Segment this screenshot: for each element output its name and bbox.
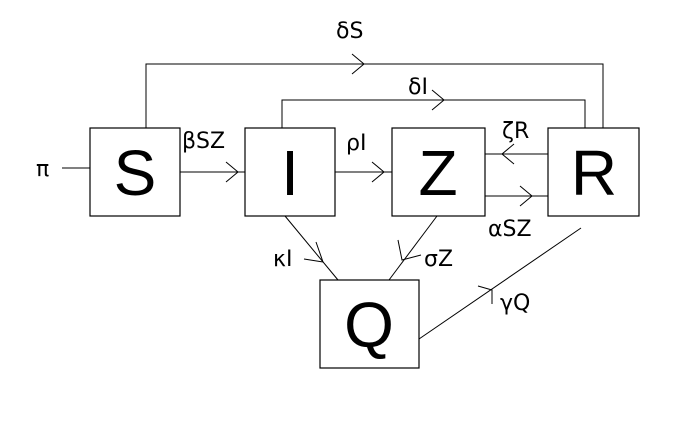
edge-i-to-r <box>281 99 586 128</box>
edge-q-to-r <box>418 227 582 340</box>
node-box-z <box>391 127 486 217</box>
edge-label-delta-s: δS <box>336 19 363 44</box>
arrow-s-to-i <box>225 161 239 183</box>
node-label-s: S <box>114 137 157 209</box>
node-box-s <box>89 127 181 217</box>
node-label-r: R <box>571 137 617 209</box>
node-box-q <box>319 279 420 369</box>
node-box-i <box>244 127 336 217</box>
node-label-z: Z <box>418 137 457 209</box>
edge-label-beta-sz: βSZ <box>182 129 225 154</box>
edge-label-alpha-sz: αSZ <box>488 217 532 242</box>
edge-s-to-r <box>145 63 604 128</box>
edge-label-pi: π <box>36 157 49 182</box>
node-box-r <box>547 127 640 217</box>
arrow-i-to-r <box>431 89 445 111</box>
edge-label-gamma-q: γQ <box>500 291 530 316</box>
edge-z-to-q <box>388 215 438 281</box>
arrow-i-to-q <box>303 241 324 263</box>
arrow-z-to-r <box>519 185 533 207</box>
arrow-r-to-z <box>501 143 515 165</box>
arrow-s-to-r <box>351 53 365 75</box>
arrow-z-to-q <box>397 239 422 261</box>
edge-label-kappa-i: κI <box>273 247 292 272</box>
arrow-q-to-r <box>477 285 493 304</box>
edge-label-delta-i: δI <box>408 75 428 100</box>
arrow-i-to-z <box>371 161 385 183</box>
node-label-q: Q <box>344 289 394 361</box>
edge-label-zeta-r: ζR <box>502 119 529 144</box>
node-label-i: I <box>281 137 299 209</box>
edge-label-sigma-z: σZ <box>424 247 453 272</box>
edge-label-rho-i: ρI <box>346 131 366 156</box>
edge-i-to-q <box>284 215 339 281</box>
